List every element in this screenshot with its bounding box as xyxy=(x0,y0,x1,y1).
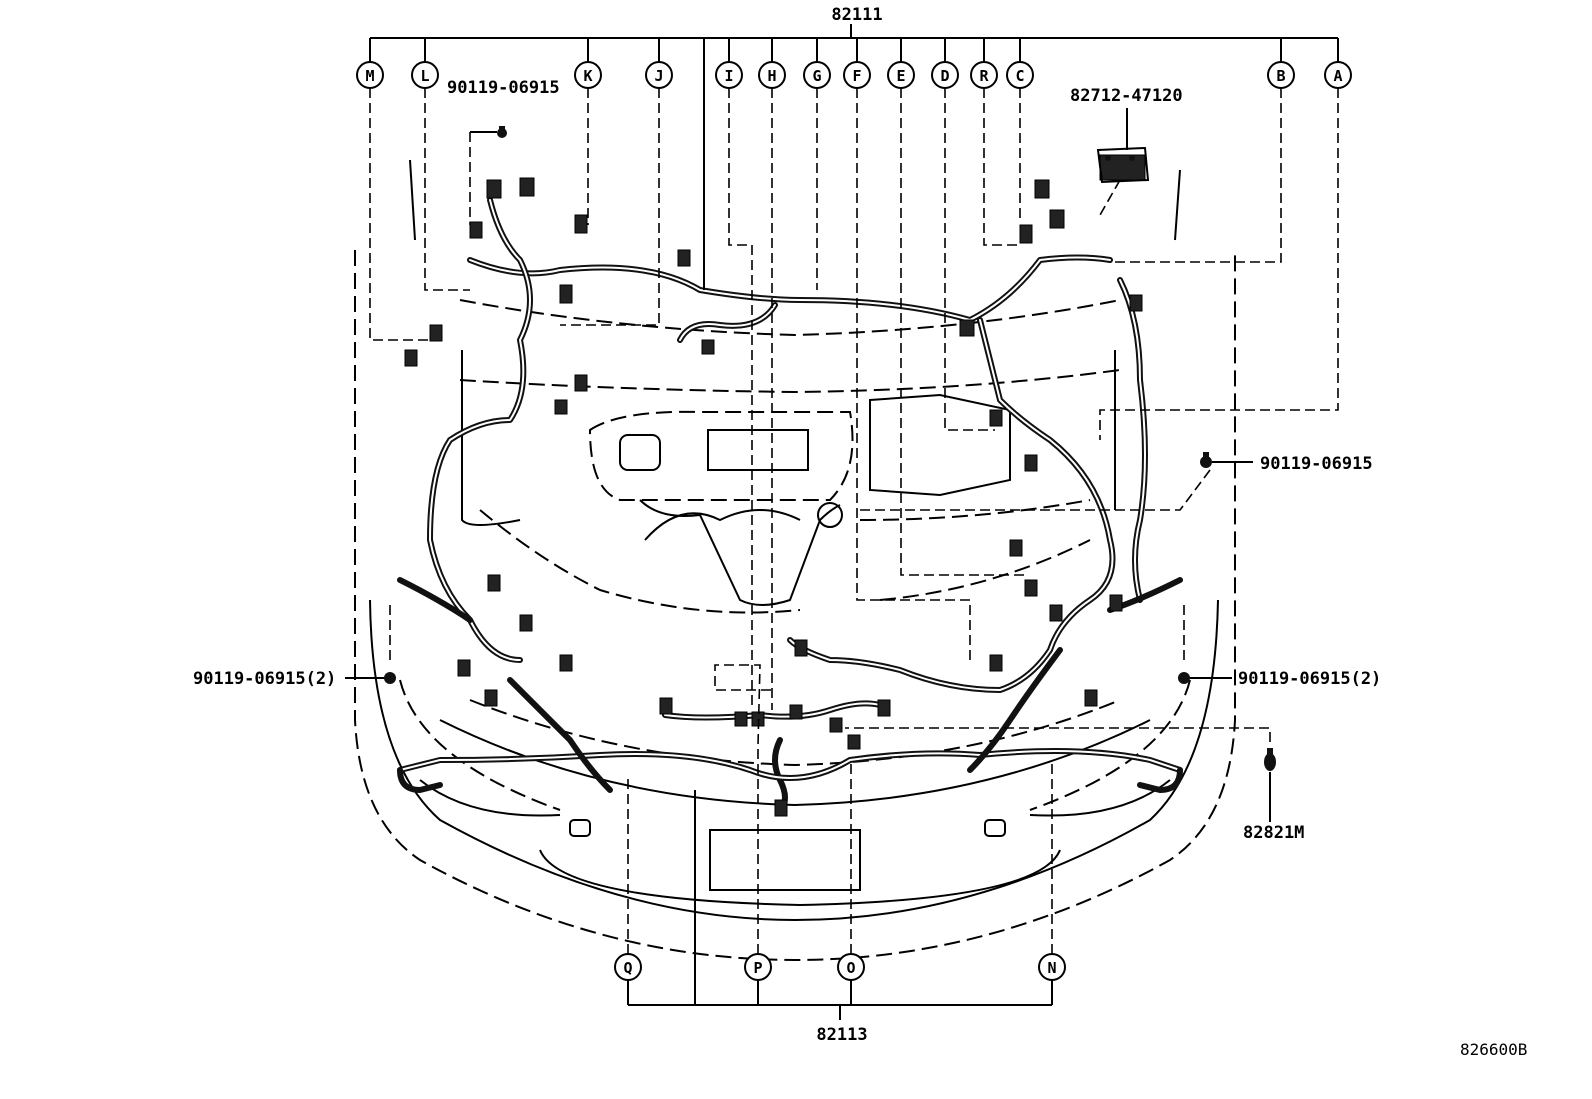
callout-letter: A xyxy=(1333,67,1342,85)
callout-letter: O xyxy=(846,959,855,977)
vehicle-body-outline xyxy=(354,159,1236,962)
callout-top-8: E xyxy=(887,61,915,89)
callout-bottom-2: O xyxy=(837,953,865,981)
callout-letter: H xyxy=(767,67,776,85)
callout-letter: L xyxy=(420,67,429,85)
leader-lines xyxy=(345,24,1339,1020)
callout-top-4: I xyxy=(715,61,743,89)
clip-top-left-icon xyxy=(497,126,507,138)
callout-letter: J xyxy=(654,67,663,85)
callout-top-7: F xyxy=(843,61,871,89)
callout-letter: B xyxy=(1276,67,1285,85)
callout-letter: E xyxy=(896,67,905,85)
callout-top-5: H xyxy=(758,61,786,89)
part-number-clip-right-pair: 90119-06915(2) xyxy=(1238,669,1381,689)
callout-letter: Q xyxy=(623,959,632,977)
part-number-top-harness: 82111 xyxy=(831,5,882,25)
part-number-bottom-harness: 82113 xyxy=(816,1025,867,1045)
callout-top-1: L xyxy=(411,61,439,89)
callout-letter: M xyxy=(365,67,374,85)
part-number-clip-top-left: 90119-06915 xyxy=(447,78,560,98)
part-number-labels: 82111 90119-06915 82712-47120 90119-0691… xyxy=(193,5,1527,1059)
harness-connectors xyxy=(404,154,1146,817)
callout-top-9: D xyxy=(931,61,959,89)
clip-right-icon xyxy=(1200,452,1212,468)
diagram-code: 826600B xyxy=(1460,1040,1527,1059)
callout-letter: D xyxy=(940,67,949,85)
part-number-clip-right: 90119-06915 xyxy=(1260,454,1373,474)
callout-bottom-3: N xyxy=(1038,953,1066,981)
callout-bottom-1: P xyxy=(744,953,772,981)
callout-top-0: M xyxy=(356,61,384,89)
callout-top-6: G xyxy=(803,61,831,89)
callout-letter: C xyxy=(1015,67,1024,85)
fitting-icon xyxy=(1264,748,1276,771)
engine-room-harness xyxy=(397,197,1183,813)
part-number-clip-left-pair: 90119-06915(2) xyxy=(193,669,336,689)
callout-top-2: K xyxy=(574,61,602,89)
callout-top-10: R xyxy=(970,61,998,89)
callout-bottom-0: Q xyxy=(614,953,642,981)
callout-top-3: J xyxy=(645,61,673,89)
callout-top-11: C xyxy=(1006,61,1034,89)
callout-letter: R xyxy=(979,67,989,85)
callout-top-13: A xyxy=(1324,61,1352,89)
callout-letter: I xyxy=(724,67,733,85)
callout-letter: F xyxy=(852,67,861,85)
clips xyxy=(384,126,1276,771)
part-number-bracket: 82712-47120 xyxy=(1070,86,1183,106)
bracket-icon xyxy=(1096,146,1150,184)
clip-right-pair-icon xyxy=(1178,672,1190,684)
callout-letter: P xyxy=(753,959,762,977)
callout-letter: K xyxy=(583,67,592,85)
callout-letter: G xyxy=(812,67,821,85)
clip-left-pair-icon xyxy=(384,672,396,684)
part-number-fitting: 82821M xyxy=(1243,823,1304,843)
callout-top-12: B xyxy=(1267,61,1295,89)
callout-letter: N xyxy=(1047,959,1056,977)
callout-labels: M L K J I H G F E D R C B A Q P O N xyxy=(356,61,1352,981)
